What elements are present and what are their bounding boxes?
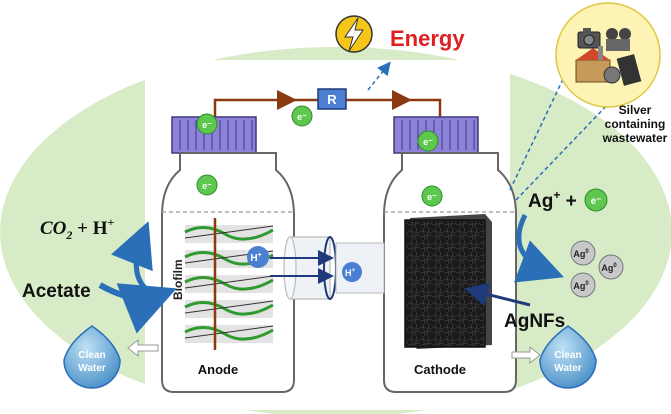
ag0-particle-2: Ag0 <box>598 254 624 280</box>
svg-text:Water: Water <box>554 363 582 374</box>
energy-arrow <box>367 61 391 91</box>
wastewater-label-1: Silver <box>619 103 652 117</box>
electron-5: e⁻ <box>421 185 443 207</box>
agnfs-label: AgNFs <box>504 311 565 332</box>
wastewater-leader-1 <box>509 74 566 191</box>
agnfs-arrow <box>464 282 531 307</box>
svg-text:Ag0: Ag0 <box>601 263 617 273</box>
energy-icon <box>335 15 373 53</box>
electron-3: e⁻ <box>291 105 313 127</box>
svg-text:e⁻: e⁻ <box>591 196 602 207</box>
svg-text:e⁻: e⁻ <box>202 181 212 191</box>
anode-label: Anode <box>198 362 238 377</box>
factory-icon <box>575 46 611 83</box>
co2-h-label: CO2 + H+ <box>40 215 115 242</box>
clean-water-left-arrow <box>127 338 159 358</box>
resistor-label: R <box>327 92 337 107</box>
proton-membrane: H+ <box>342 262 362 282</box>
svg-text:H+: H+ <box>345 268 356 278</box>
anode-biofilm <box>184 218 274 350</box>
svg-text:e⁻: e⁻ <box>297 112 307 122</box>
biofilm-label: Biofilm <box>171 259 185 300</box>
electron-1: e⁻ <box>196 113 218 135</box>
svg-text:Water: Water <box>78 363 106 374</box>
electron-2: e⁻ <box>196 174 218 196</box>
ag-ion-label: Ag+ + <box>528 188 577 212</box>
svg-text:Clean: Clean <box>78 350 105 361</box>
svg-text:e⁻: e⁻ <box>427 192 437 202</box>
film-projector-icon <box>606 28 631 51</box>
wastewater-leader-2 <box>515 99 613 201</box>
cathode-electrode <box>404 214 492 349</box>
svg-text:e⁻: e⁻ <box>423 137 433 147</box>
energy-label: Energy <box>390 26 465 51</box>
clean-water-right-arrow <box>511 345 541 365</box>
wastewater-label-3: wastewater <box>602 131 668 145</box>
ag0-particle-3: Ag0 <box>570 272 596 298</box>
electron-ag: e⁻ <box>584 188 608 212</box>
svg-text:Ag0: Ag0 <box>573 249 589 259</box>
clean-water-left: Clean Water <box>63 325 121 389</box>
svg-text:H+: H+ <box>250 252 261 264</box>
acetate-label: Acetate <box>22 281 91 302</box>
film-reel-icon <box>603 54 642 86</box>
electron-4: e⁻ <box>417 130 439 152</box>
wastewater-source <box>555 2 661 108</box>
cathode-label: Cathode <box>414 362 466 377</box>
wastewater-label-2: containing <box>605 117 666 131</box>
acetate-arrow <box>98 282 177 334</box>
camera-icon <box>577 28 601 49</box>
svg-text:Ag0: Ag0 <box>573 281 589 291</box>
proton-anode: H+ <box>247 246 269 268</box>
resistor <box>317 88 347 110</box>
ag-arrow <box>513 213 565 283</box>
clean-water-right: Clean Water <box>539 325 597 389</box>
svg-text:Clean: Clean <box>554 350 581 361</box>
ag0-particle-1: Ag0 <box>570 240 596 266</box>
svg-text:e⁻: e⁻ <box>202 120 212 130</box>
